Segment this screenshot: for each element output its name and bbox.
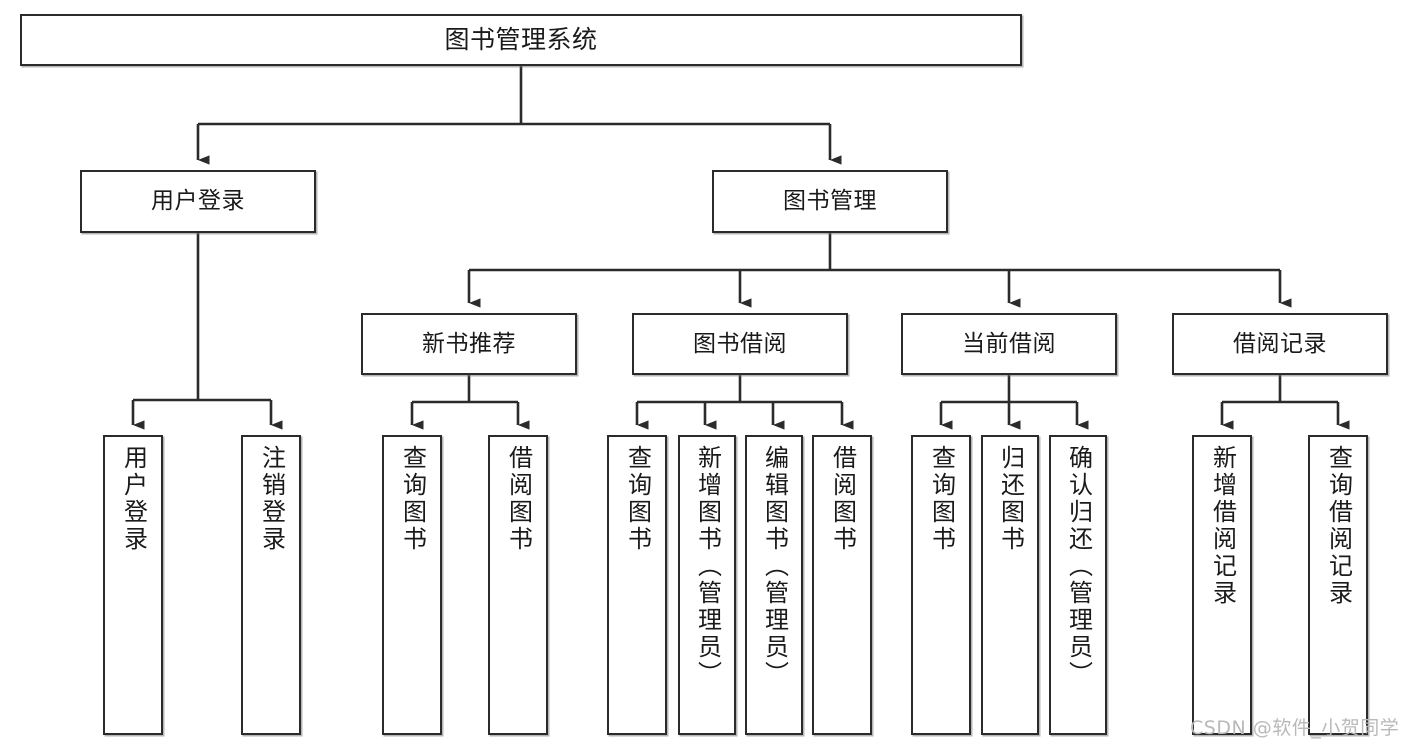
- leaf-new-book-borrow-label: 借阅图书: [504, 445, 533, 553]
- node-borrow-records[interactable]: 借阅记录: [1172, 313, 1388, 375]
- leaf-book-borrow-edit-label: 编辑图书（管理员）: [760, 445, 789, 688]
- leaf-user-login-logout[interactable]: 注销登录: [241, 435, 301, 735]
- leaf-book-borrow-edit[interactable]: 编辑图书（管理员）: [745, 435, 803, 735]
- leaf-user-login-login[interactable]: 用户登录: [103, 435, 163, 735]
- leaf-book-borrow-borrow[interactable]: 借阅图书: [812, 435, 872, 735]
- leaf-borrow-record-add-label: 新增借阅记录: [1208, 445, 1237, 607]
- csdn-watermark-text: CSDN @软件_小贺同学: [1190, 717, 1400, 739]
- leaf-borrow-record-query[interactable]: 查询借阅记录: [1308, 435, 1368, 735]
- leaf-book-borrow-query[interactable]: 查询图书: [607, 435, 667, 735]
- leaf-book-borrow-add-label: 新增图书（管理员）: [693, 445, 722, 688]
- node-root-label: 图书管理系统: [444, 25, 598, 55]
- leaf-new-book-borrow[interactable]: 借阅图书: [488, 435, 548, 735]
- leaf-user-login-login-label: 用户登录: [119, 445, 148, 553]
- leaf-book-borrow-borrow-label: 借阅图书: [828, 445, 857, 553]
- node-user-login-label: 用户登录: [151, 188, 245, 215]
- leaf-borrow-record-add[interactable]: 新增借阅记录: [1192, 435, 1252, 735]
- leaf-new-book-query-label: 查询图书: [398, 445, 427, 553]
- leaf-current-borrow-query-label: 查询图书: [927, 445, 956, 553]
- node-book-management-label: 图书管理: [783, 188, 877, 215]
- leaf-current-borrow-return-label: 归还图书: [996, 445, 1025, 553]
- leaf-borrow-record-query-label: 查询借阅记录: [1324, 445, 1353, 607]
- node-book-management[interactable]: 图书管理: [712, 170, 948, 233]
- csdn-watermark: CSDN @软件_小贺同学: [1190, 713, 1399, 740]
- node-new-book-recommend-label: 新书推荐: [422, 330, 516, 357]
- node-book-borrow[interactable]: 图书借阅: [632, 313, 848, 375]
- leaf-current-borrow-return[interactable]: 归还图书: [981, 435, 1039, 735]
- node-new-book-recommend[interactable]: 新书推荐: [361, 313, 577, 375]
- node-current-borrow[interactable]: 当前借阅: [901, 313, 1117, 375]
- node-book-borrow-label: 图书借阅: [693, 330, 787, 357]
- node-root-book-management-system[interactable]: 图书管理系统: [20, 14, 1022, 66]
- leaf-current-borrow-query[interactable]: 查询图书: [911, 435, 971, 735]
- node-current-borrow-label: 当前借阅: [962, 330, 1056, 357]
- node-borrow-records-label: 借阅记录: [1233, 330, 1327, 357]
- node-user-login[interactable]: 用户登录: [80, 170, 316, 233]
- leaf-book-borrow-query-label: 查询图书: [623, 445, 652, 553]
- leaf-new-book-query[interactable]: 查询图书: [382, 435, 442, 735]
- leaf-current-borrow-confirm[interactable]: 确认归还（管理员）: [1049, 435, 1107, 735]
- leaf-current-borrow-confirm-label: 确认归还（管理员）: [1064, 445, 1093, 688]
- leaf-user-login-logout-label: 注销登录: [257, 445, 286, 553]
- leaf-book-borrow-add[interactable]: 新增图书（管理员）: [678, 435, 736, 735]
